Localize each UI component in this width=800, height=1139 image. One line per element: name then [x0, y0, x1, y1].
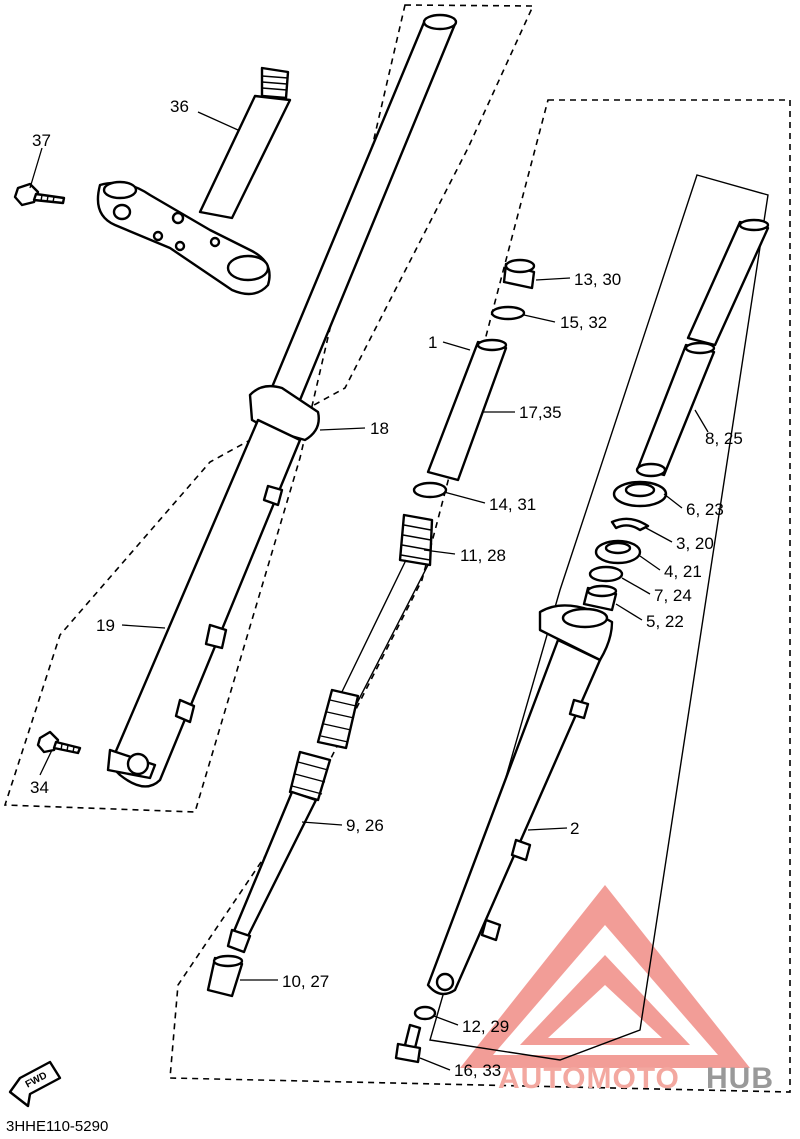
dashed-group-inner-fork	[169, 99, 791, 1093]
gasket-12	[413, 1005, 437, 1021]
brand-text-hub: HUB	[706, 1062, 774, 1095]
label-19: 19	[96, 616, 115, 635]
label-17-35: 17,35	[519, 403, 562, 422]
label-1: 1	[428, 333, 437, 352]
inner-tube-8	[635, 218, 770, 478]
fork-spring-11	[316, 513, 434, 750]
fwd-arrow-icon: FWD	[8, 1060, 62, 1108]
label-9-26: 9, 26	[346, 816, 384, 835]
label-5-22: 5, 22	[646, 612, 684, 631]
fork-assembly-18	[106, 13, 458, 788]
damper-rod-9	[226, 750, 332, 954]
label-10-27: 10, 27	[282, 972, 329, 991]
diagram-code: 3HHE110-5290	[6, 1118, 108, 1135]
bolt-16	[394, 1023, 422, 1064]
label-18: 18	[370, 419, 389, 438]
bolt-37	[13, 182, 66, 207]
bolt-34	[36, 730, 82, 755]
spacer-17	[426, 338, 508, 482]
clip-3	[610, 517, 650, 532]
label-13-30: 13, 30	[574, 270, 621, 289]
label-37: 37	[32, 131, 51, 150]
label-8-25: 8, 25	[705, 429, 743, 448]
label-34: 34	[30, 778, 49, 797]
cap-bolt-13	[502, 258, 536, 290]
automotohub-logo	[460, 885, 750, 1068]
label-4-21: 4, 21	[664, 562, 702, 581]
solid-group-right-parts	[429, 174, 769, 1061]
o-ring-15	[490, 305, 526, 321]
label-6-23: 6, 23	[686, 500, 724, 519]
oil-seal-4	[594, 539, 642, 565]
dust-seal-6	[612, 480, 668, 508]
label-12-29: 12, 29	[462, 1017, 509, 1036]
slide-metal-5	[582, 584, 618, 612]
label-36: 36	[170, 97, 189, 116]
washer-7	[588, 565, 624, 583]
label-7-24: 7, 24	[654, 586, 692, 605]
label-11-28: 11, 28	[460, 546, 506, 565]
label-3-20: 3, 20	[676, 534, 714, 553]
label-2: 2	[570, 819, 579, 838]
dashed-group-outer-fork	[3, 4, 535, 813]
label-15-32: 15, 32	[560, 313, 607, 332]
washer-14	[412, 481, 448, 499]
callout-labels: 36 37 34 19 18 1 13, 30 15, 32 17,35 14,…	[30, 97, 743, 1080]
outer-tube-2	[426, 604, 614, 996]
label-14-31: 14, 31	[489, 495, 536, 514]
automotohub-wordmark: AUTOMOTO HUB	[498, 1062, 774, 1095]
steering-stem-36	[96, 66, 292, 296]
leader-lines	[29, 111, 709, 1071]
brand-text-automoto: AUTOMOTO	[498, 1062, 680, 1095]
label-16-33: 16, 33	[454, 1061, 501, 1080]
oil-lock-piece-10	[206, 954, 244, 998]
